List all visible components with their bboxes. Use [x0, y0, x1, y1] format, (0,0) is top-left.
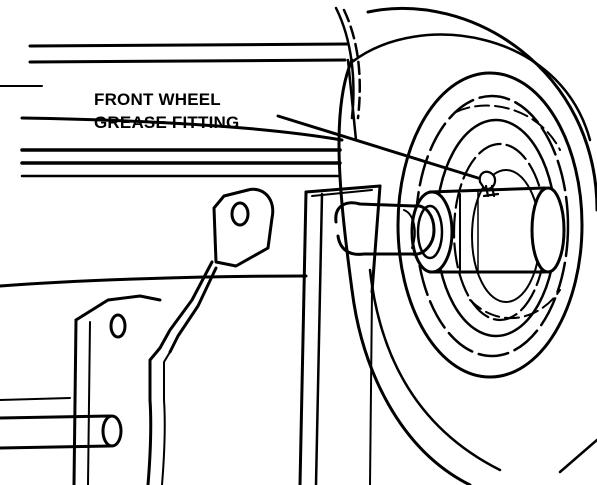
spindle-arm	[334, 201, 436, 256]
lower-bracket	[72, 294, 171, 485]
callout-label-line1: FRONT WHEEL	[94, 90, 221, 109]
callout-label: FRONT WHEEL GREASE FITTING	[94, 88, 239, 134]
vertical-bracket	[298, 184, 382, 485]
cross-shaft	[0, 397, 123, 450]
axle-beam	[0, 274, 308, 288]
tie-rod-arm	[158, 187, 275, 354]
tire	[337, 6, 597, 485]
grease-fitting	[478, 170, 500, 198]
callout-label-line2: GREASE FITTING	[94, 113, 240, 132]
wheel-hub	[410, 186, 566, 274]
callout-leader-line	[276, 114, 480, 180]
upper-body-lines	[0, 42, 350, 178]
